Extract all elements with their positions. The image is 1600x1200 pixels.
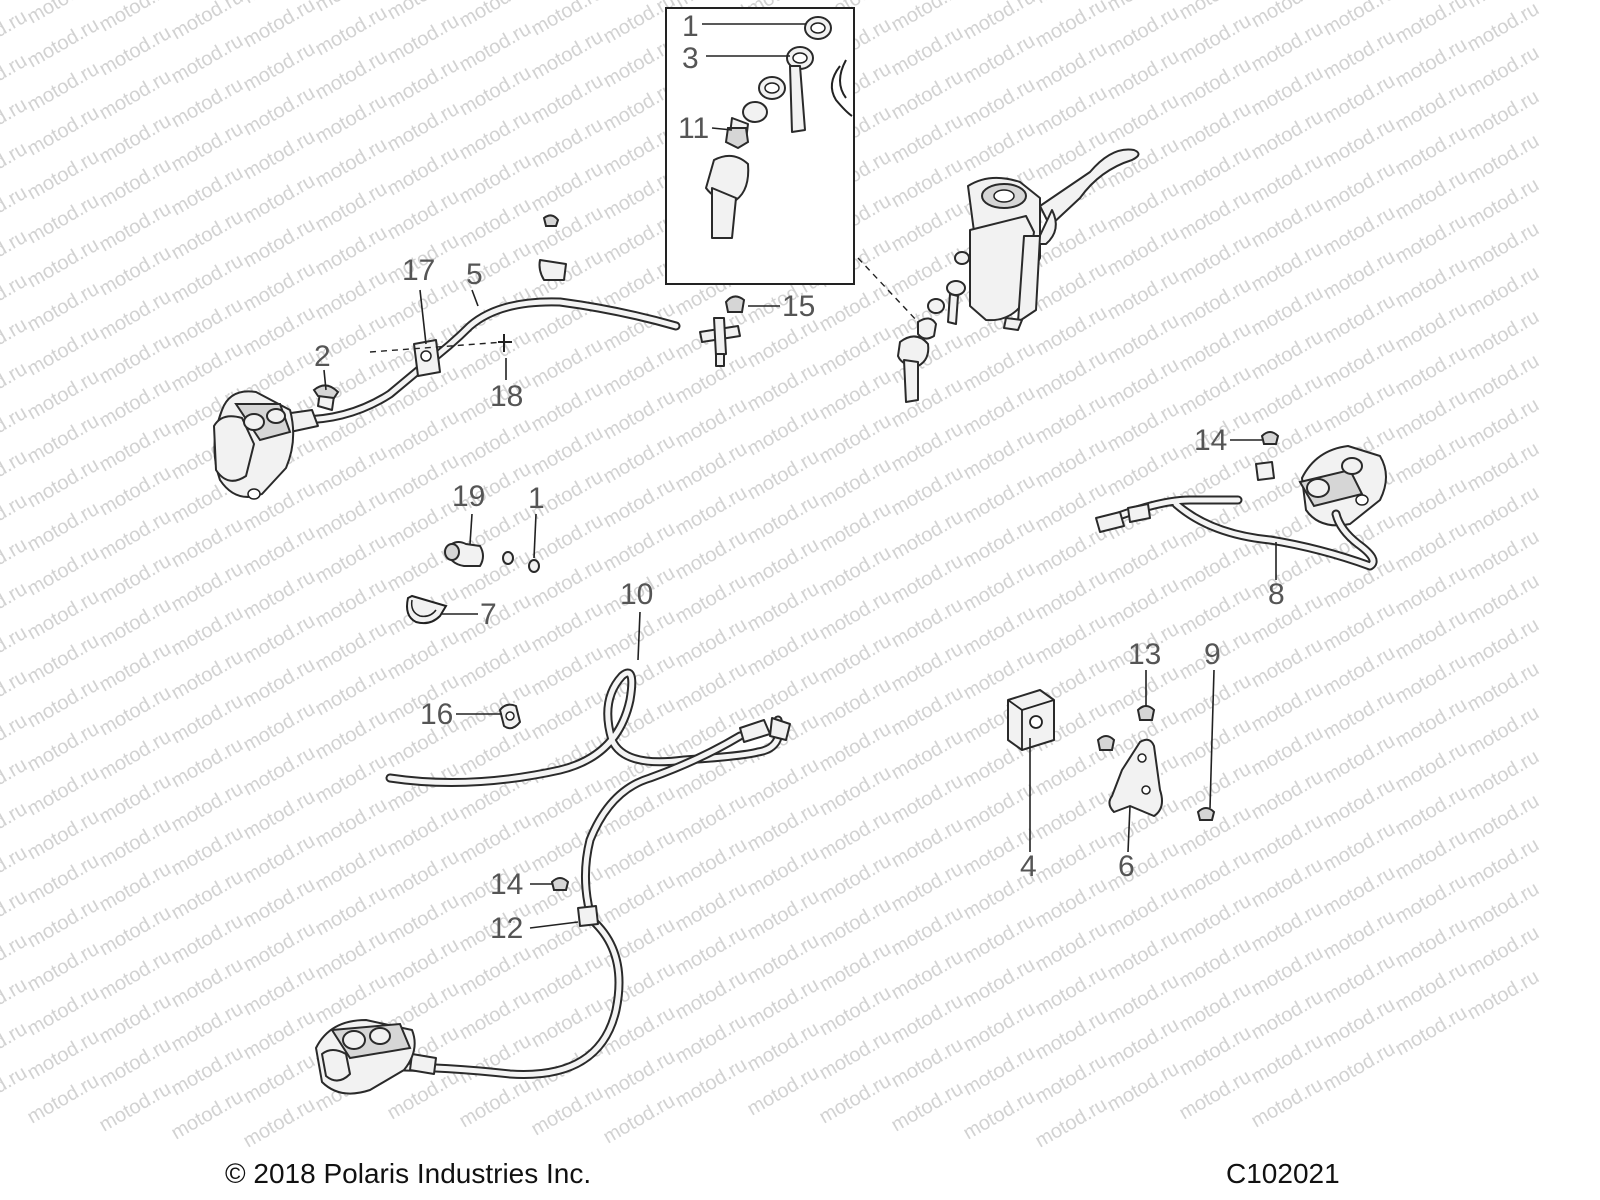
callout-6: 6 xyxy=(1118,850,1135,883)
banjo-fitting-loose xyxy=(897,335,930,403)
callout-4: 4 xyxy=(1020,850,1037,883)
callout-5: 5 xyxy=(466,258,483,291)
leader-lines xyxy=(323,23,1277,929)
callout-1-inset: 1 xyxy=(682,10,699,43)
clip-dashed-link xyxy=(369,341,505,353)
bolt-14-right xyxy=(1260,431,1280,445)
callout-11: 11 xyxy=(678,112,709,145)
washer-1 xyxy=(528,559,540,573)
callout-15: 15 xyxy=(782,290,815,323)
caliper-front-right xyxy=(1298,445,1387,527)
bolt-15 xyxy=(724,295,746,313)
bolt-9 xyxy=(1196,807,1216,821)
callout-1: 1 xyxy=(528,482,545,515)
callout-18: 18 xyxy=(490,380,523,413)
bolt-side xyxy=(1096,735,1116,751)
washer-a xyxy=(502,551,514,565)
callout-8: 8 xyxy=(1268,578,1285,611)
caliper-rear xyxy=(315,1019,416,1095)
bolt-14-lower xyxy=(550,877,570,891)
callout-14-lower: 14 xyxy=(490,868,523,901)
brake-line-10 xyxy=(343,668,791,1079)
mount-bracket-6 xyxy=(1108,738,1163,817)
callout-12: 12 xyxy=(490,912,523,945)
callout-19: 19 xyxy=(452,480,485,513)
bracket-small-top xyxy=(538,214,567,281)
banjo-bolt-19 xyxy=(444,541,484,567)
bolt-13 xyxy=(1136,705,1156,721)
detail-inset-box xyxy=(665,7,855,285)
clip-16 xyxy=(499,703,521,730)
small-clip-18 xyxy=(498,334,512,352)
caliper-front-left xyxy=(213,390,295,500)
copyright-text: © 2018 Polaris Industries Inc. xyxy=(225,1158,592,1189)
callout-10: 10 xyxy=(620,578,653,611)
callout-16: 16 xyxy=(420,698,453,731)
callout-3: 3 xyxy=(682,42,699,75)
callout-2: 2 xyxy=(314,340,331,373)
callout-13: 13 xyxy=(1128,638,1161,671)
inset-banjo-parts xyxy=(705,16,853,239)
hose-clamp-7 xyxy=(406,594,448,625)
master-cylinder xyxy=(917,148,1140,340)
line-clip-17 xyxy=(413,339,441,377)
brake-line-8 xyxy=(1095,495,1378,571)
inset-dashed-link xyxy=(857,257,919,323)
callout-7: 7 xyxy=(480,598,497,631)
spacer-right xyxy=(1255,461,1275,481)
diagram-code: C102021 xyxy=(1226,1158,1340,1189)
callout-14-right: 14 xyxy=(1194,424,1227,457)
bolt-2 xyxy=(312,384,340,411)
tee-fitting xyxy=(699,317,741,367)
callout-17: 17 xyxy=(402,254,435,287)
callout-labels: 1 3 11 15 17 5 2 18 19 1 7 10 16 14 12 1… xyxy=(314,10,1285,945)
callout-9: 9 xyxy=(1204,638,1221,671)
clip-12 xyxy=(577,905,599,927)
junction-block-4 xyxy=(1007,689,1055,751)
